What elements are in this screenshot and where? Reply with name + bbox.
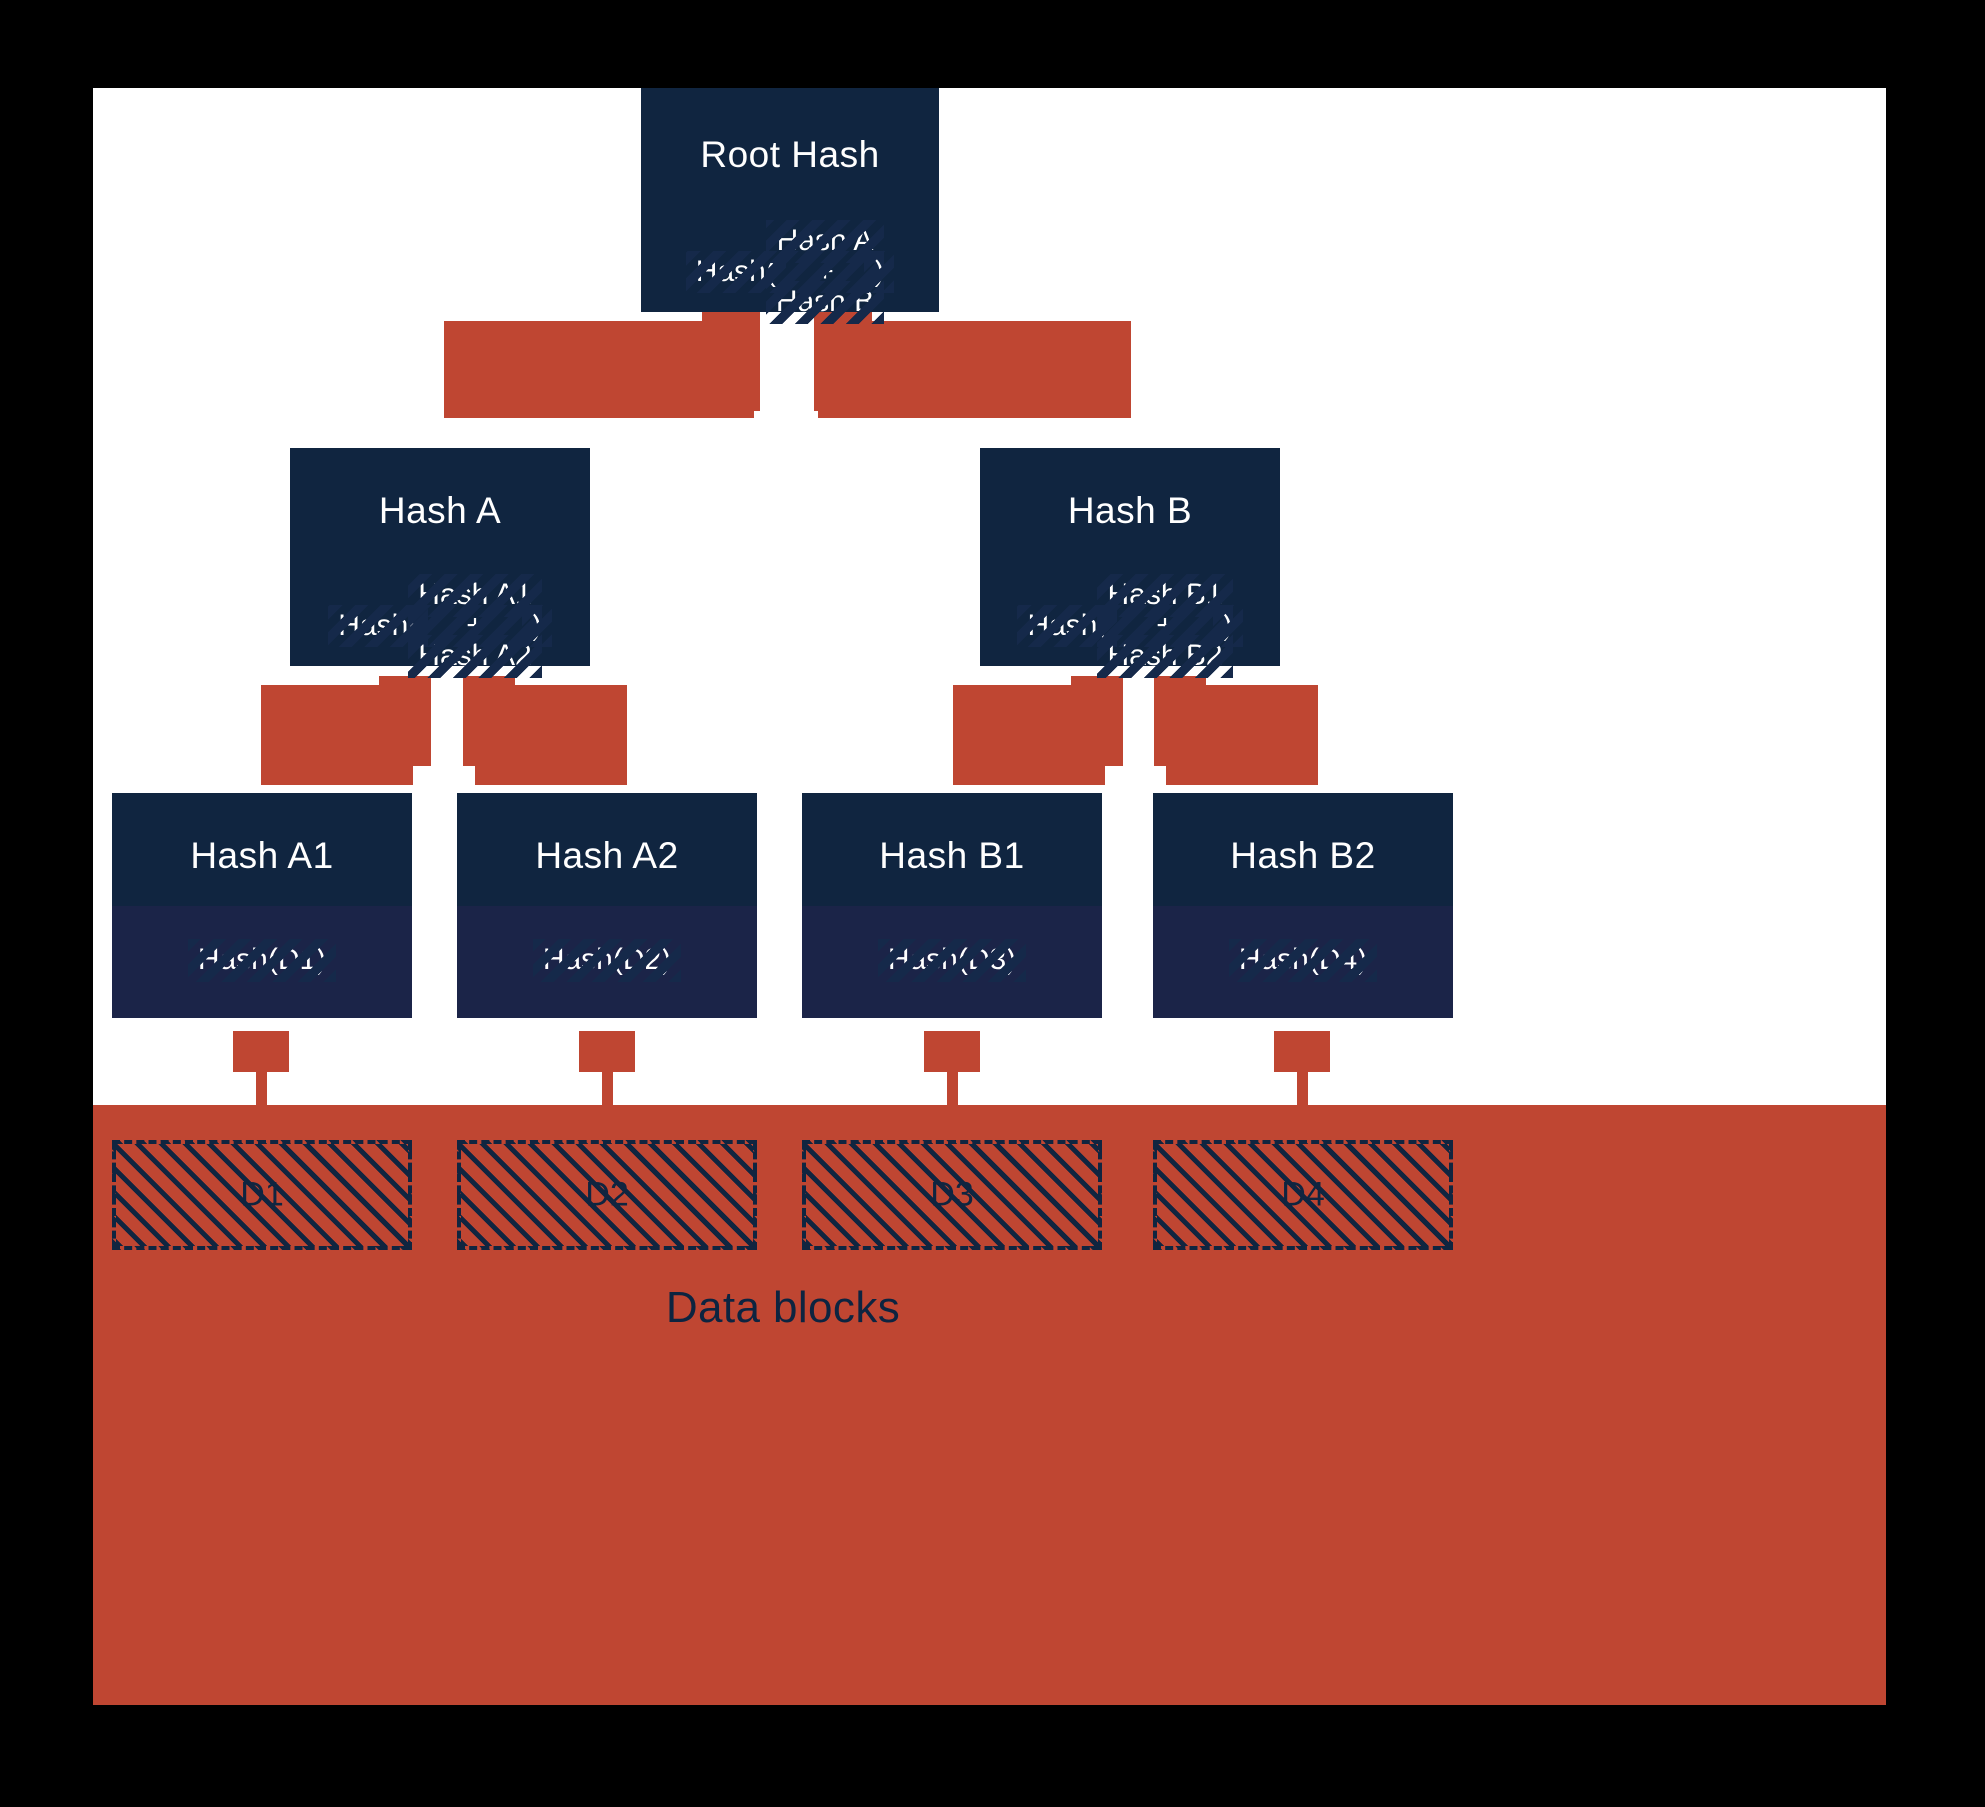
- arrow-d1-to-hash-a1: [233, 1031, 289, 1105]
- data-block-label: D4: [1281, 1175, 1325, 1214]
- node-hash-b[interactable]: Hash B Hash( Hash B1 + Hash B2 ): [980, 448, 1280, 678]
- formula-text: Hash(D3): [877, 939, 1027, 982]
- node-hash-a2-formula: Hash(D2): [457, 939, 757, 982]
- formula-operator: +: [1097, 604, 1233, 647]
- arrow-hash-a-to-root: [444, 307, 760, 418]
- formula-suffix: ): [864, 250, 895, 293]
- formula-line-1: Hash A: [765, 220, 885, 263]
- formula-operator: +: [408, 604, 543, 647]
- node-hash-a1-formula: Hash(D1): [112, 939, 412, 982]
- formula-text: Hash(D4): [1228, 939, 1378, 982]
- node-hash-a2[interactable]: Hash A2 Hash(D2): [457, 793, 757, 1018]
- node-hash-a1-title: Hash A1: [190, 835, 334, 876]
- data-block-label: D2: [585, 1175, 629, 1214]
- arrow-hash-a2-to-hash-a: [463, 676, 627, 785]
- node-hash-a-formula: Hash( Hash A1 + Hash A2 ): [290, 574, 590, 678]
- arrow-stem: [602, 1072, 613, 1105]
- arrow-d3-to-hash-b1: [924, 1031, 980, 1105]
- node-hash-a1[interactable]: Hash A1 Hash(D1): [112, 793, 412, 1018]
- arrow-hash-a1-to-hash-a: [261, 676, 431, 785]
- node-hash-b2-title: Hash B2: [1230, 835, 1376, 876]
- data-block-d1[interactable]: D1: [112, 1140, 412, 1250]
- node-hash-b1-title: Hash B1: [879, 835, 1025, 876]
- data-block-d2[interactable]: D2: [457, 1140, 757, 1250]
- arrow-d4-to-hash-b2: [1274, 1031, 1330, 1105]
- arrowhead-icon: [814, 307, 872, 411]
- arrowhead-icon: [579, 1031, 635, 1072]
- formula-operator: +: [765, 250, 885, 293]
- arrowhead-icon: [1154, 676, 1206, 766]
- node-hash-b1[interactable]: Hash B1 Hash(D3): [802, 793, 1102, 1018]
- data-block-d4[interactable]: D4: [1153, 1140, 1453, 1250]
- node-root-hash[interactable]: Root Hash Hash( Hash A + Hash B ): [641, 88, 939, 324]
- arrowhead-icon: [1071, 676, 1123, 766]
- node-root-hash-formula: Hash( Hash A + Hash B ): [641, 220, 939, 324]
- formula-text: Hash(D1): [187, 939, 337, 982]
- arrow-stem: [947, 1072, 958, 1105]
- data-block-d3[interactable]: D3: [802, 1140, 1102, 1250]
- formula-prefix: Hash(: [685, 250, 786, 293]
- arrow-d2-to-hash-a2: [579, 1031, 635, 1105]
- arrow-hash-b-to-root: [814, 307, 1131, 418]
- formula-line-2: Hash A2: [408, 635, 543, 678]
- arrowhead-icon: [924, 1031, 980, 1072]
- node-hash-a[interactable]: Hash A Hash( Hash A1 + Hash A2 ): [290, 448, 590, 678]
- data-blocks-label: Data blocks: [665, 1283, 901, 1332]
- data-blocks-band: D1 D2 D3 D4 Data blocks: [93, 1105, 1886, 1705]
- arrowhead-icon: [379, 676, 431, 766]
- arrowhead-icon: [702, 307, 760, 411]
- arrow-stem: [1297, 1072, 1308, 1105]
- node-hash-a2-title: Hash A2: [535, 835, 679, 876]
- node-root-hash-title: Root Hash: [700, 134, 880, 175]
- formula-suffix: ): [1212, 604, 1243, 647]
- formula-suffix: ): [521, 604, 552, 647]
- diagram-canvas: Root Hash Hash( Hash A + Hash B ) Hash A: [93, 88, 1886, 1705]
- node-hash-b-title: Hash B: [1067, 490, 1193, 531]
- node-hash-b-formula: Hash( Hash B1 + Hash B2 ): [980, 574, 1280, 678]
- arrowhead-icon: [1274, 1031, 1330, 1072]
- formula-line-2: Hash B: [765, 281, 885, 324]
- formula-line-1: Hash A1: [408, 574, 543, 617]
- data-block-label: D3: [930, 1175, 974, 1214]
- arrowhead-icon: [233, 1031, 289, 1072]
- node-hash-b2-formula: Hash(D4): [1153, 939, 1453, 982]
- arrow-hash-b1-to-hash-b: [953, 676, 1123, 785]
- formula-line-2: Hash B2: [1097, 635, 1233, 678]
- formula-prefix: Hash(: [1017, 604, 1118, 647]
- arrow-stem: [256, 1072, 267, 1105]
- formula-prefix: Hash(: [328, 604, 429, 647]
- formula-text: Hash(D2): [532, 939, 682, 982]
- arrow-hash-b2-to-hash-b: [1154, 676, 1318, 785]
- arrowhead-icon: [463, 676, 515, 766]
- node-hash-b1-formula: Hash(D3): [802, 939, 1102, 982]
- node-hash-a-title: Hash A: [378, 490, 502, 531]
- data-block-label: D1: [240, 1175, 284, 1214]
- formula-line-1: Hash B1: [1097, 574, 1233, 617]
- node-hash-b2[interactable]: Hash B2 Hash(D4): [1153, 793, 1453, 1018]
